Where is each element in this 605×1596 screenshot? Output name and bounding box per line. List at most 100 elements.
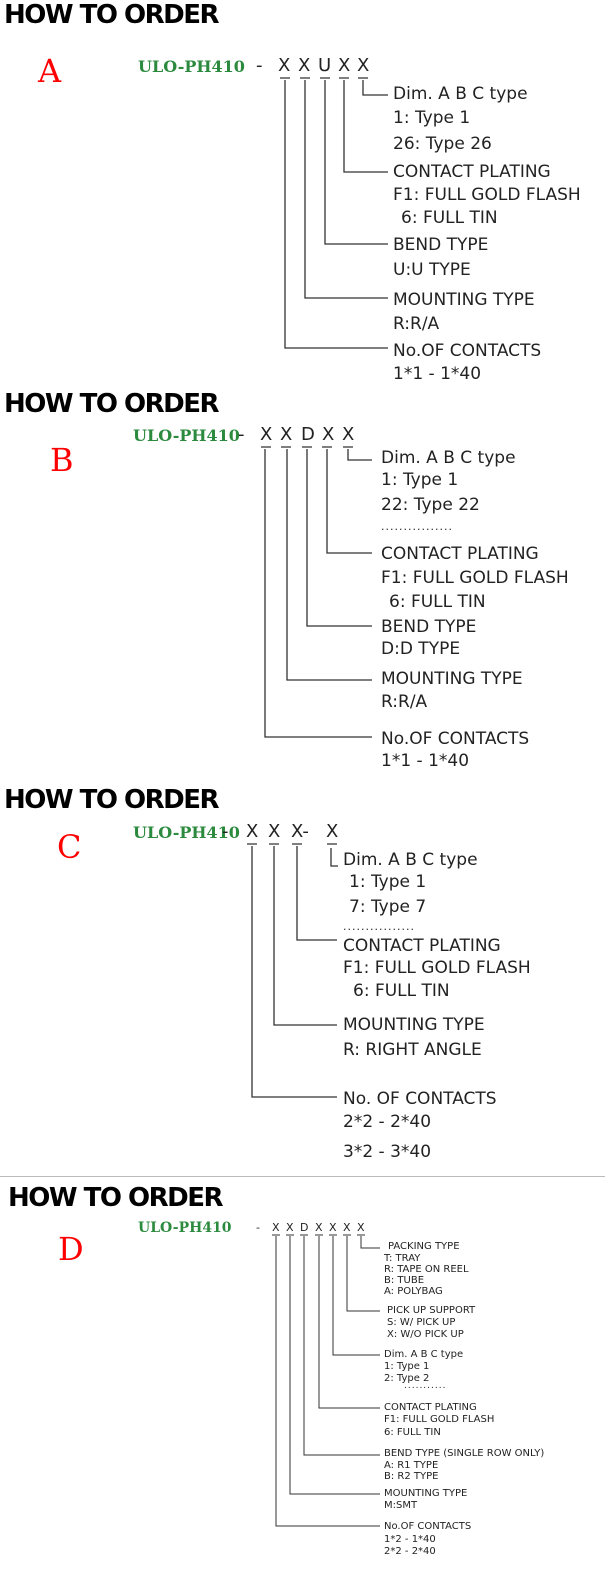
code-x1: X bbox=[260, 424, 273, 445]
section-divider bbox=[0, 1176, 605, 1177]
section-d-part-number: ULO-PH410 bbox=[138, 1220, 232, 1236]
contacts-label: No.OF CONTACTS bbox=[393, 341, 542, 361]
section-d-letter: D bbox=[58, 1230, 84, 1268]
section-a-leader-lines bbox=[280, 77, 388, 349]
code-u: U bbox=[318, 55, 332, 76]
code-x2: X bbox=[286, 1221, 294, 1234]
section-a-letter: A bbox=[38, 52, 62, 90]
code-dash: - bbox=[222, 821, 229, 842]
dim-option-2: 22: Type 22 bbox=[381, 495, 480, 515]
dim-option-1: 1: Type 1 bbox=[349, 872, 427, 892]
contacts-label: No.OF CONTACTS bbox=[384, 1521, 472, 1532]
plating-option-2: 6: FULL TIN bbox=[353, 981, 450, 1001]
section-c-part-number: ULO-PH410 bbox=[133, 823, 240, 842]
dim-option-1: 1: Type 1 bbox=[393, 108, 471, 128]
bend-label: BEND TYPE (SINGLE ROW ONLY) bbox=[384, 1448, 545, 1459]
code-x1: X bbox=[272, 1221, 280, 1234]
plating-option-2: 6: FULL TIN bbox=[401, 208, 498, 228]
plating-option-2: 6: FULL TIN bbox=[384, 1427, 441, 1438]
contacts-option-2: 2*2 - 2*40 bbox=[384, 1546, 436, 1557]
dim-option-1: 1: Type 1 bbox=[381, 470, 459, 490]
plating-option-2: 6: FULL TIN bbox=[389, 592, 486, 612]
pickup-label: PICK UP SUPPORT bbox=[387, 1305, 476, 1316]
contacts-option-2: 3*2 - 3*40 bbox=[343, 1142, 432, 1162]
contacts-option-1: 1*1 - 1*40 bbox=[381, 751, 470, 771]
code-x2: X bbox=[280, 424, 293, 445]
packing-option-1: T: TRAY bbox=[384, 1253, 421, 1264]
code-x1: X bbox=[278, 55, 291, 76]
plating-option-1: F1: FULL GOLD FLASH bbox=[384, 1414, 495, 1425]
section-b-leader-lines bbox=[261, 446, 372, 738]
dim-label: Dim. A B C type bbox=[384, 1349, 464, 1360]
contacts-option-1: 1*2 - 1*40 bbox=[384, 1534, 436, 1545]
bend-option-1: A: R1 TYPE bbox=[384, 1460, 439, 1471]
dim-label: Dim. A B C type bbox=[393, 84, 528, 104]
plating-option-1: F1: FULL GOLD FLASH bbox=[343, 958, 531, 978]
bend-label: BEND TYPE bbox=[381, 617, 477, 637]
plating-label: CONTACT PLATING bbox=[343, 936, 501, 956]
code-d: D bbox=[300, 1221, 309, 1234]
dim-label: Dim. A B C type bbox=[343, 850, 478, 870]
code-x2: X bbox=[268, 821, 281, 842]
section-b-heading: HOW TO ORDER bbox=[4, 389, 219, 419]
section-c-heading: HOW TO ORDER bbox=[4, 785, 219, 815]
code-x4: X bbox=[329, 1221, 337, 1234]
section-c-leader-lines bbox=[247, 843, 338, 1098]
code-x3: X bbox=[315, 1221, 323, 1234]
code-x3: X- bbox=[291, 821, 309, 842]
packing-label: PACKING TYPE bbox=[388, 1241, 460, 1252]
plating-label: CONTACT PLATING bbox=[381, 544, 539, 564]
code-x2: X bbox=[298, 55, 311, 76]
mount-label: MOUNTING TYPE bbox=[381, 669, 523, 689]
dim-option-1: 1: Type 1 bbox=[384, 1361, 430, 1372]
mount-label: MOUNTING TYPE bbox=[384, 1488, 468, 1499]
section-b-letter: B bbox=[50, 441, 74, 479]
section-b-part-number: ULO-PH410 bbox=[133, 426, 240, 445]
mount-option-1: R:R/A bbox=[381, 692, 428, 712]
mount-option-1: R:R/A bbox=[393, 314, 440, 334]
code-x5: X bbox=[343, 1221, 351, 1234]
code-dash: - bbox=[238, 424, 245, 445]
code-dash: - bbox=[256, 55, 263, 76]
dim-label: Dim. A B C type bbox=[381, 448, 516, 468]
bend-option-1: U:U TYPE bbox=[393, 260, 471, 280]
code-x4: X bbox=[342, 424, 355, 445]
packing-option-2: R: TAPE ON REEL bbox=[384, 1264, 469, 1275]
packing-option-4: A: POLYBAG bbox=[384, 1286, 443, 1297]
dim-more-dots: ................ bbox=[381, 520, 453, 533]
code-x1: X bbox=[246, 821, 259, 842]
plating-label: CONTACT PLATING bbox=[393, 162, 551, 182]
packing-option-3: B: TUBE bbox=[384, 1275, 425, 1286]
contacts-label: No.OF CONTACTS bbox=[381, 729, 530, 749]
bend-option-2: B: R2 TYPE bbox=[384, 1471, 439, 1482]
dim-more-dots: ................ bbox=[343, 920, 415, 933]
dim-option-2: 2: Type 2 bbox=[384, 1373, 430, 1384]
dim-option-2: 26: Type 26 bbox=[393, 134, 492, 154]
bend-label: BEND TYPE bbox=[393, 235, 489, 255]
code-x6: X bbox=[357, 1221, 365, 1234]
section-c-letter: C bbox=[57, 828, 82, 866]
section-a-heading: HOW TO ORDER bbox=[4, 0, 219, 30]
section-d-heading: HOW TO ORDER bbox=[8, 1183, 223, 1213]
contacts-label: No. OF CONTACTS bbox=[343, 1089, 497, 1109]
bend-option-1: D:D TYPE bbox=[381, 639, 461, 659]
code-x3: X bbox=[338, 55, 351, 76]
dim-option-2: 7: Type 7 bbox=[349, 897, 427, 917]
contacts-option-1: 1*1 - 1*40 bbox=[393, 364, 482, 384]
code-d: D bbox=[301, 424, 315, 445]
pickup-option-2: X: W/O PICK UP bbox=[387, 1329, 464, 1340]
code-x4: X bbox=[357, 55, 370, 76]
mount-label: MOUNTING TYPE bbox=[343, 1015, 485, 1035]
mount-option-1: R: RIGHT ANGLE bbox=[343, 1040, 482, 1060]
code-x4: X bbox=[326, 821, 339, 842]
section-a-part-number: ULO-PH410 bbox=[138, 57, 245, 76]
code-x3: X bbox=[322, 424, 335, 445]
pickup-option-1: S: W/ PICK UP bbox=[387, 1317, 456, 1328]
contacts-option-1: 2*2 - 2*40 bbox=[343, 1112, 432, 1132]
plating-label: CONTACT PLATING bbox=[384, 1402, 477, 1413]
code-dash: - bbox=[256, 1221, 260, 1234]
plating-option-1: F1: FULL GOLD FLASH bbox=[393, 185, 581, 205]
dim-more-dots: ........... bbox=[404, 1381, 447, 1391]
mount-label: MOUNTING TYPE bbox=[393, 290, 535, 310]
